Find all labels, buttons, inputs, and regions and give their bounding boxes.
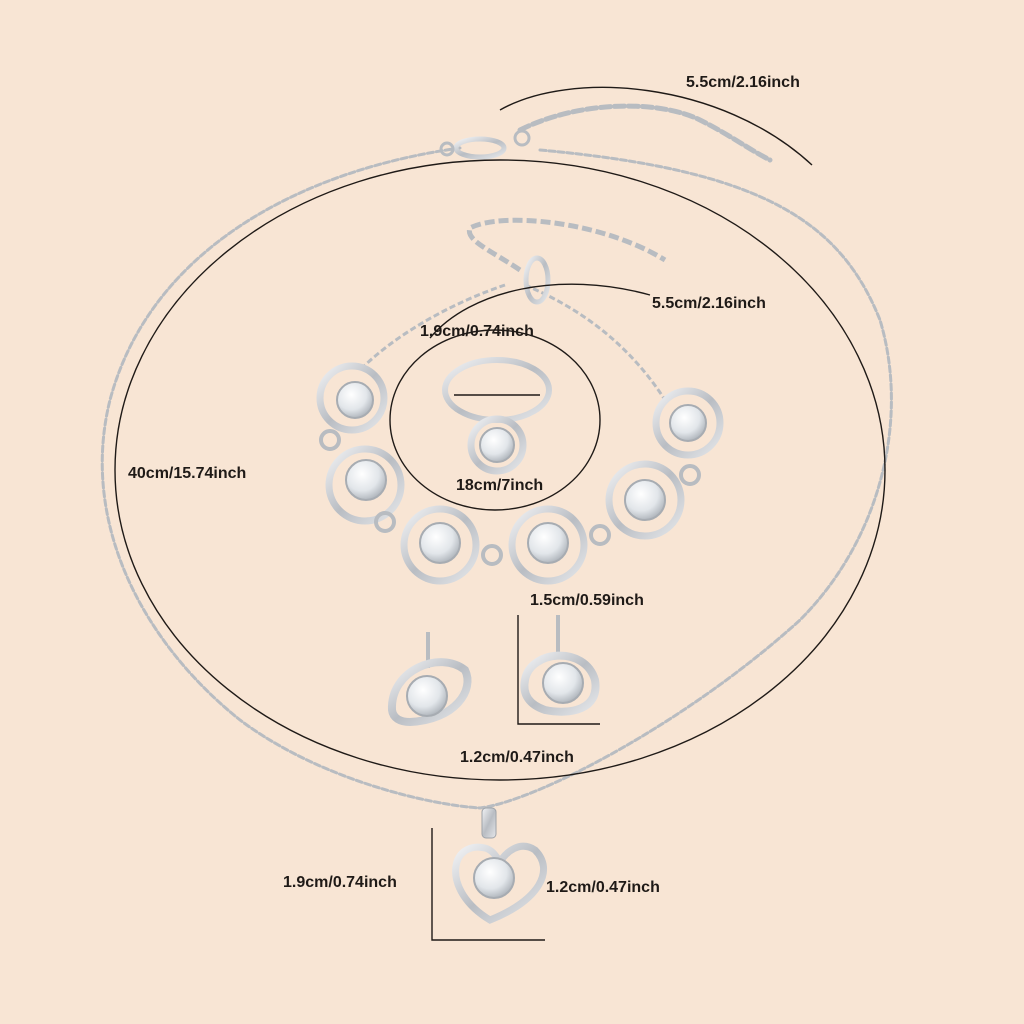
bracelet-heart-link: [325, 445, 405, 525]
bracelet-chain-left: [358, 283, 506, 372]
necklace-extender-label: 5.5cm/2.16inch: [686, 74, 800, 91]
earring-width-label: 1.2cm/0.47inch: [460, 749, 574, 766]
pendant-dimension-line: [431, 828, 545, 941]
bracelet-length-label: 18cm/7inch: [456, 477, 544, 494]
earring-dimension-line: [517, 615, 600, 725]
bracelet: [316, 217, 724, 585]
bracelet-chain: [524, 283, 667, 401]
necklace-chain: [100, 146, 893, 810]
necklace-extender-chain: [517, 103, 773, 163]
earring-height-label: 1.5cm/0.59inch: [530, 592, 644, 609]
necklace-length-circle: [114, 159, 886, 781]
bracelet-links: [316, 362, 724, 585]
pendant-height-label: 1.9cm/0.74inch: [283, 874, 397, 891]
bracelet-heart-link: [400, 505, 480, 585]
bracelet-heart-link: [316, 362, 388, 434]
heart-pendant: [452, 807, 548, 924]
bracelet-extender-arc: [429, 283, 651, 339]
necklace: [100, 103, 893, 924]
earring-right: [520, 615, 600, 716]
bracelet-extender-label: 5.5cm/2.16inch: [652, 295, 766, 312]
earring-left: [387, 632, 472, 727]
necklace-clasp: [439, 129, 531, 160]
pendant-width-label: 1.2cm/0.47inch: [546, 879, 660, 896]
measurement-guides: [114, 86, 886, 941]
necklace-length-label: 40cm/15.74inch: [128, 465, 247, 482]
bracelet-clasp: [523, 255, 551, 305]
bracelet-length-circle: [389, 329, 601, 511]
bracelet-heart-link: [508, 505, 588, 585]
bracelet-extender-chain: [466, 217, 667, 273]
ring: [442, 357, 552, 475]
ring-width-label: 1.9cm/0.74inch: [420, 323, 534, 340]
bracelet-heart-link: [605, 460, 685, 540]
necklace-extender-arc: [499, 86, 813, 166]
bracelet-heart-link: [652, 387, 724, 459]
